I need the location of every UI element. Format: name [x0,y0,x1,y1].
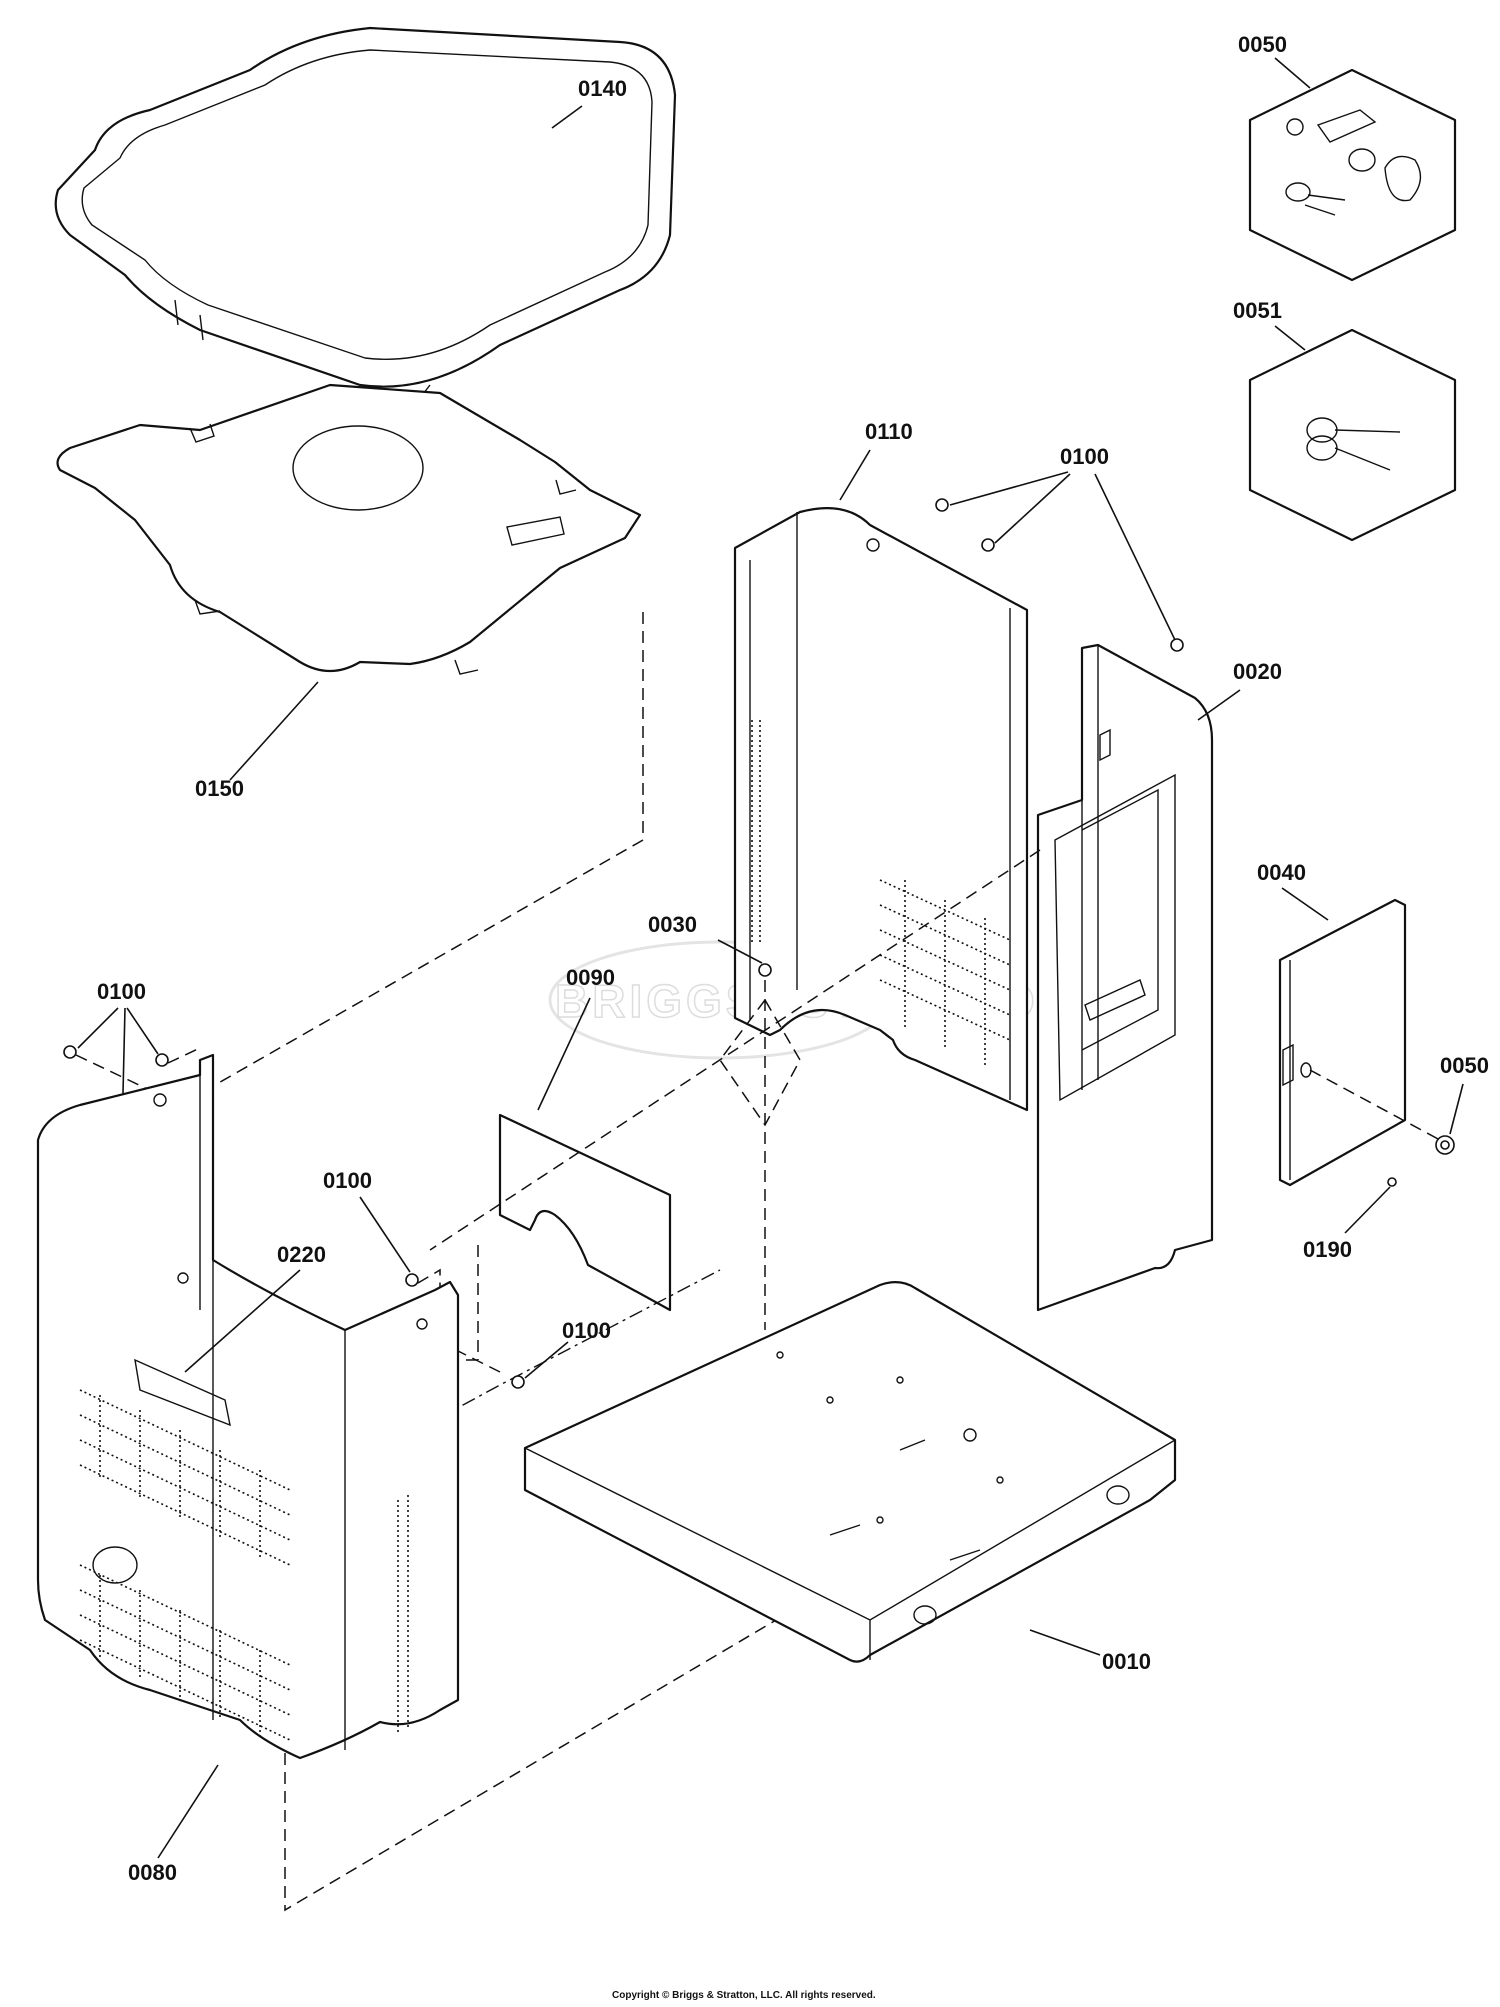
screws-0100-mid [405,1273,419,1287]
callout-0190: 0190 [1303,1237,1352,1262]
part-0020-door-frame-panel [1036,643,1214,1312]
leader-0190 [1344,1186,1391,1234]
callout-0051: 0051 [1233,298,1282,323]
callout-0100-mid: 0100 [323,1168,372,1193]
part-0090-baffle [498,1113,672,1312]
leader-0050-top [1274,57,1311,89]
screws-0100-low [511,1375,525,1389]
callout-0110: 0110 [865,419,913,444]
leader-0100-top [949,471,1176,641]
callout-0080: 0080 [128,1860,177,1885]
part-0190-washer [1387,1177,1397,1187]
callout-0030: 0030 [648,912,697,937]
part-0150-top-plate [56,383,642,675]
callout-0040: 0040 [1257,860,1306,885]
callout-0090: 0090 [566,965,615,990]
dash-0100-low [439,1341,501,1373]
leader-0010 [1029,1629,1101,1656]
dash-align-2 [429,849,1041,1251]
dash-align-1 [214,612,644,1086]
leader-0080 [157,1764,219,1859]
callout-0050-top: 0050 [1238,32,1287,57]
callout-0150: 0150 [195,776,244,801]
callout-0020: 0020 [1233,659,1282,684]
callout-0100-top: 0100 [1060,444,1109,469]
part-0050-lock-kit [1248,68,1457,282]
copyright-notice: Copyright © Briggs & Stratton, LLC. All … [612,1990,876,2001]
callout-0220: 0220 [277,1242,326,1267]
leader-0030 [717,939,763,964]
part-0140-roof-lid [54,26,677,401]
leader-0090 [537,997,591,1111]
leader-0100-low [524,1341,569,1379]
dash-lock-axis [1309,1069,1441,1141]
callout-0100-low: 0100 [562,1318,611,1343]
screws-0100-top [935,498,1184,652]
leader-0110 [839,449,871,501]
part-0030-screw [758,963,772,977]
leader-0020 [1197,689,1241,721]
leader-0100-mid [359,1196,411,1273]
leader-0050-right [1449,1083,1464,1135]
part-0051-keys [1248,328,1457,542]
part-0080-front-panel [36,1053,460,1760]
leader-0220 [184,1269,301,1373]
part-0010-base-tray [523,1281,1177,1663]
callout-0010: 0010 [1102,1649,1151,1674]
part-0050-lock [1435,1135,1455,1155]
leader-0150 [229,681,319,781]
dash-0030-axis [719,980,801,1330]
callout-0140: 0140 [578,76,627,101]
callout-0100-left: 0100 [97,979,146,1004]
dash-align-bottom [284,1505,811,1912]
callout-0050-right: 0050 [1440,1053,1489,1078]
leader-0051 [1274,325,1306,351]
leader-0040 [1281,887,1329,921]
leader-0140 [551,105,583,129]
part-0040-door [1278,898,1407,1187]
part-0110-back-panel [733,507,1029,1112]
